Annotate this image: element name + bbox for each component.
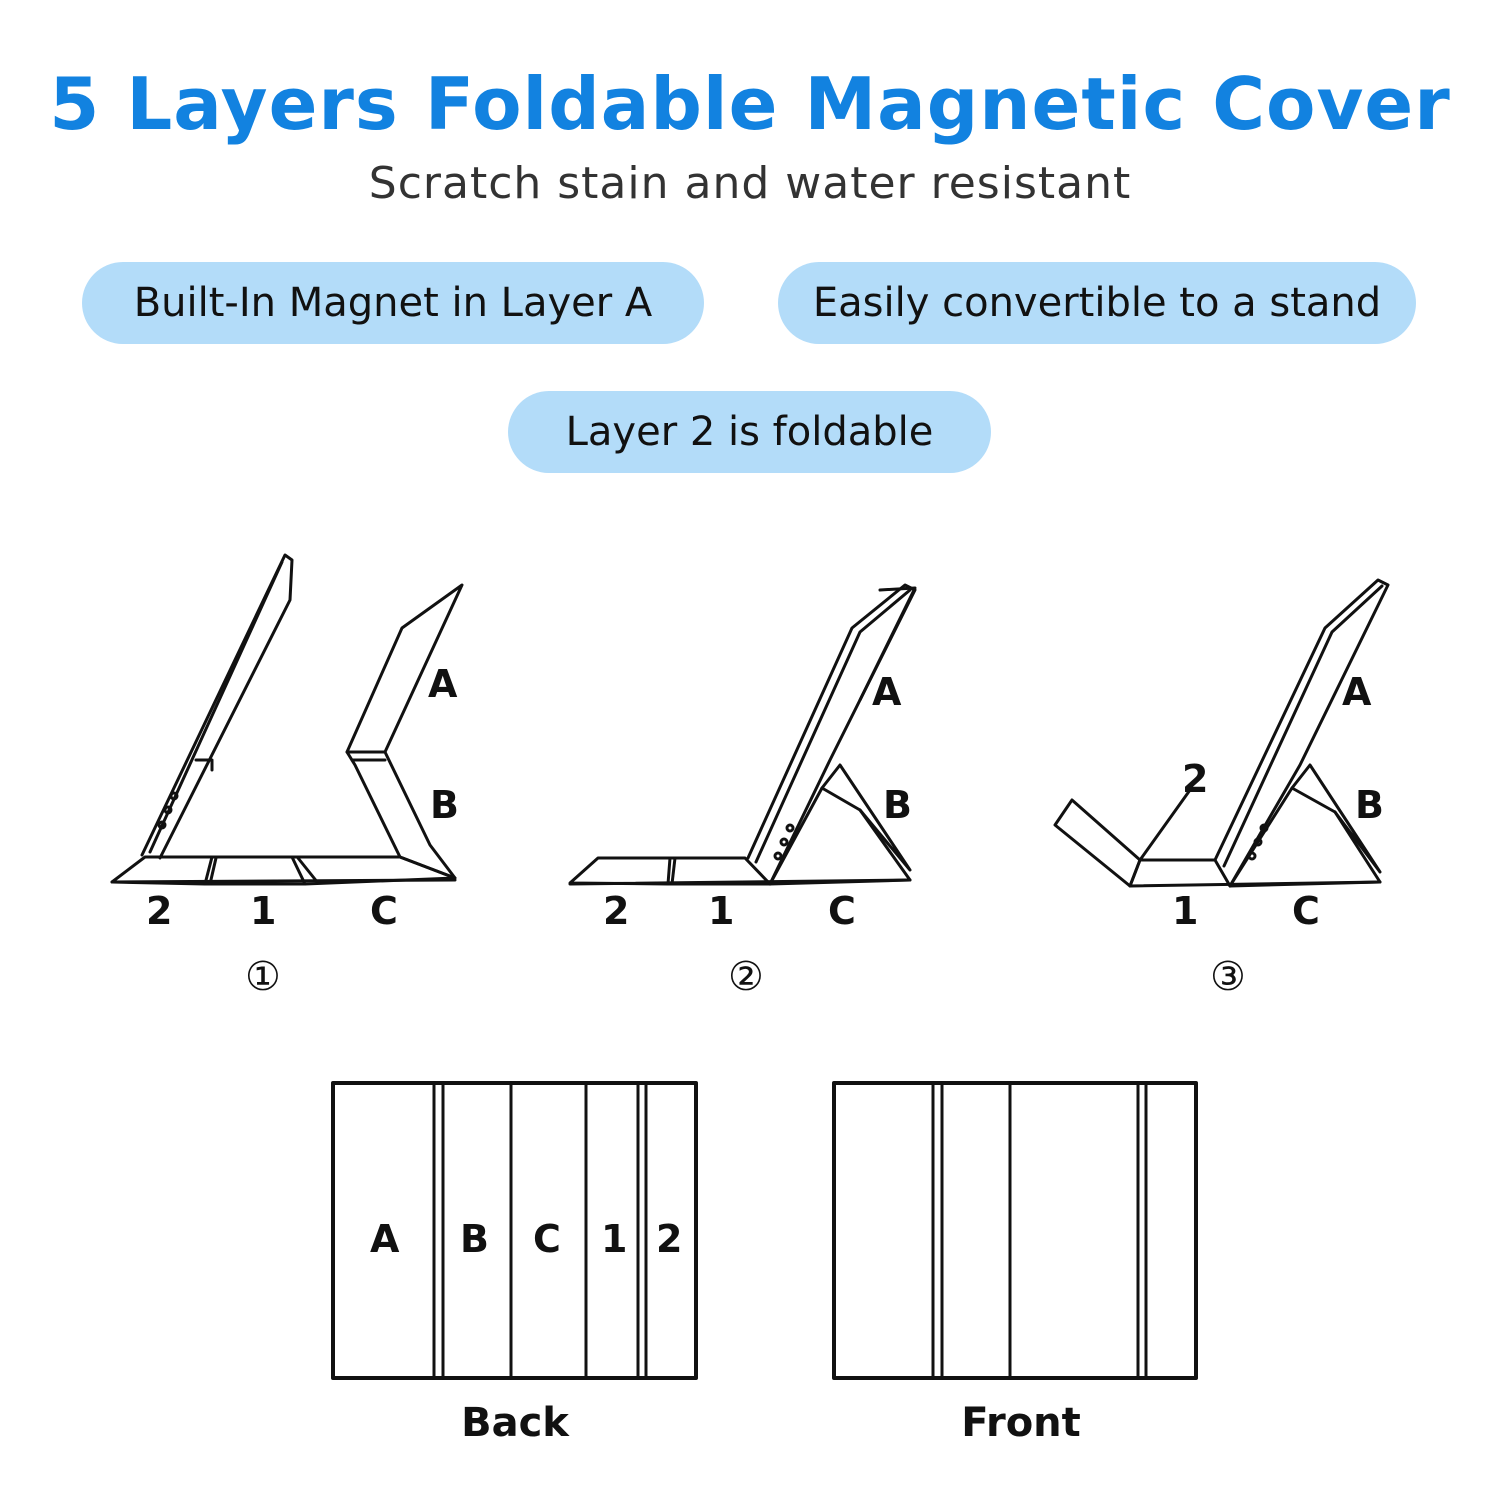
feature-pill-stand: Easily convertible to a stand <box>778 262 1416 344</box>
step2-label-a: A <box>872 670 902 714</box>
step3-panel-b <box>1290 763 1382 874</box>
step2-panel-2 <box>568 856 672 886</box>
step2-panel-b <box>820 763 912 872</box>
back-label-a: A <box>370 1217 400 1261</box>
step2-label-c: C <box>828 889 856 933</box>
front-panel <box>832 1081 1198 1380</box>
feature-pill-magnet: Built-In Magnet in Layer A <box>82 262 704 344</box>
step1-label-a: A <box>428 662 458 706</box>
step2-label-1: 1 <box>708 889 734 933</box>
step3-illustration <box>1053 578 1390 888</box>
step3-number: ③ <box>1210 954 1246 1000</box>
step1-panel-2 <box>110 855 214 886</box>
feature-pill-foldable: Layer 2 is foldable <box>508 391 991 473</box>
step3-label-1: 1 <box>1172 889 1198 933</box>
back-label-c: C <box>533 1217 561 1261</box>
step3-label-b: B <box>1355 783 1384 827</box>
step1-cover-ab <box>345 583 464 880</box>
back-label-2: 2 <box>656 1217 682 1261</box>
step1-tablet <box>140 553 294 860</box>
step2-label-2: 2 <box>603 889 629 933</box>
back-caption: Back <box>461 1400 569 1446</box>
page-title: 5 Layers Foldable Magnetic Cover <box>49 62 1451 146</box>
step3-panel-1 <box>1128 858 1232 888</box>
step3-label-c: C <box>1292 889 1320 933</box>
step1-panel-1 <box>203 855 307 886</box>
back-label-b: B <box>460 1217 489 1261</box>
page-subtitle: Scratch stain and water resistant <box>368 158 1132 209</box>
step3-tablet <box>1213 578 1390 888</box>
step3-panel-2-raised <box>1053 798 1142 888</box>
step2-illustration <box>568 583 917 886</box>
step1-label-c: C <box>370 889 398 933</box>
step1-label-b: B <box>430 783 459 827</box>
front-caption: Front <box>961 1400 1081 1446</box>
back-panel <box>331 1081 698 1380</box>
step1-number: ① <box>245 954 281 1000</box>
step2-label-b: B <box>883 783 912 827</box>
step3-label-2: 2 <box>1182 757 1208 801</box>
step1-illustration <box>110 553 464 886</box>
step1-label-1: 1 <box>250 889 276 933</box>
back-label-1: 1 <box>601 1217 627 1261</box>
step2-number: ② <box>728 954 764 1000</box>
step2-panel-1 <box>666 856 772 886</box>
step3-label-a: A <box>1342 670 1372 714</box>
step1-label-2: 2 <box>146 889 172 933</box>
